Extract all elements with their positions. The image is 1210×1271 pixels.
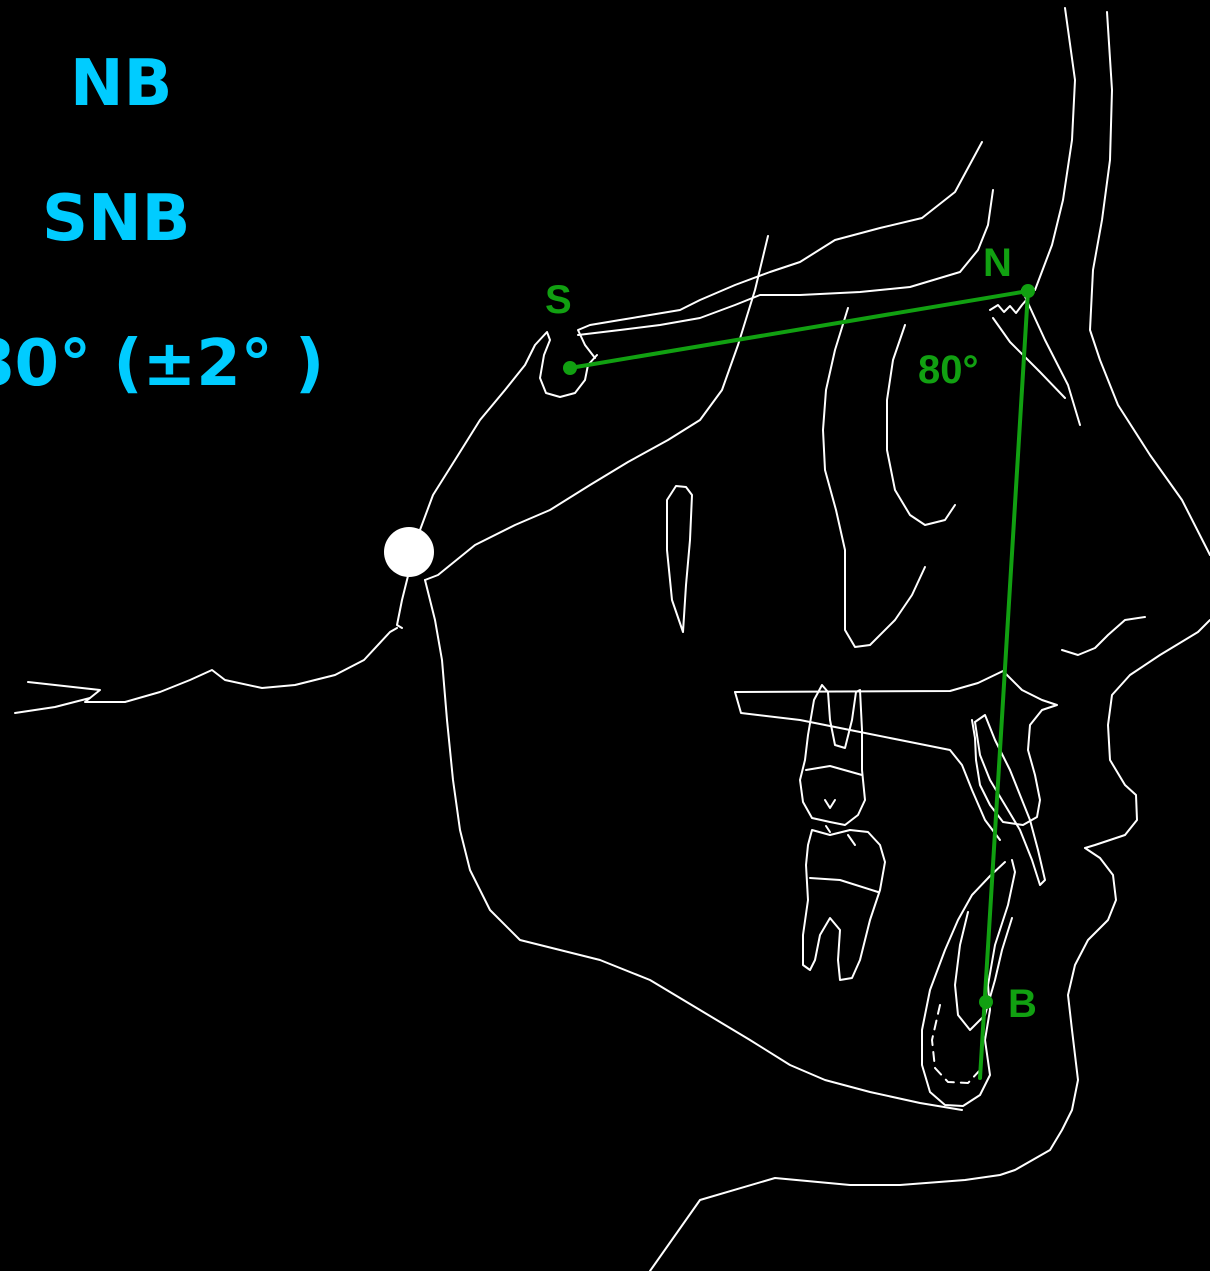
skull-outline bbox=[14, 7, 1210, 1271]
upper-molar-crown-line bbox=[805, 765, 863, 776]
angle-label: 80° bbox=[918, 348, 979, 392]
palatal-plane bbox=[734, 670, 1058, 826]
snb-construction bbox=[563, 284, 1035, 1080]
label-n: N bbox=[983, 241, 1012, 285]
heading-nb: NB bbox=[70, 47, 172, 121]
occipital-tail bbox=[14, 697, 91, 714]
lower-molar bbox=[802, 829, 886, 981]
upper-molar bbox=[799, 684, 866, 826]
orbit-lateral-rim bbox=[822, 307, 926, 648]
orbit-roof bbox=[577, 141, 983, 359]
pterygoid-line bbox=[424, 235, 769, 581]
sella-point bbox=[563, 361, 577, 375]
ptm-fissure bbox=[666, 485, 693, 633]
forehead-outer-line bbox=[1089, 11, 1210, 556]
nasion-point bbox=[1021, 284, 1035, 298]
palatal-plane-lower bbox=[734, 691, 1001, 841]
nasal-bone bbox=[1021, 289, 1081, 426]
nostril bbox=[1061, 616, 1146, 656]
lower-molar-crown-line bbox=[809, 877, 879, 893]
lower-incisor bbox=[921, 859, 1016, 1107]
lower-incisor-inner bbox=[954, 911, 1013, 1031]
b-point bbox=[979, 995, 993, 1009]
nb-line bbox=[978, 289, 1030, 1080]
symphysis-dashed bbox=[931, 1004, 981, 1084]
sella-turcica bbox=[396, 331, 598, 629]
sn-line bbox=[568, 289, 1030, 370]
condylion-dot bbox=[384, 527, 434, 577]
forehead-inner-line bbox=[1034, 7, 1076, 291]
orbit-floor-curve bbox=[886, 324, 956, 526]
upper-molar-cusps bbox=[824, 799, 856, 846]
occipital-outline bbox=[27, 627, 398, 703]
nasion-suture bbox=[989, 297, 1029, 314]
soft-chin bbox=[649, 847, 1117, 1271]
label-s: S bbox=[545, 278, 572, 322]
upper-incisor bbox=[974, 714, 1046, 886]
heading-normal-value: 80° (±2° ) bbox=[0, 327, 324, 401]
label-b: B bbox=[1008, 982, 1037, 1026]
nose-tip bbox=[1084, 619, 1210, 849]
mandible-ramus bbox=[424, 579, 963, 1111]
heading-snb: SNB bbox=[42, 182, 190, 256]
cranial-base-line bbox=[577, 189, 994, 336]
